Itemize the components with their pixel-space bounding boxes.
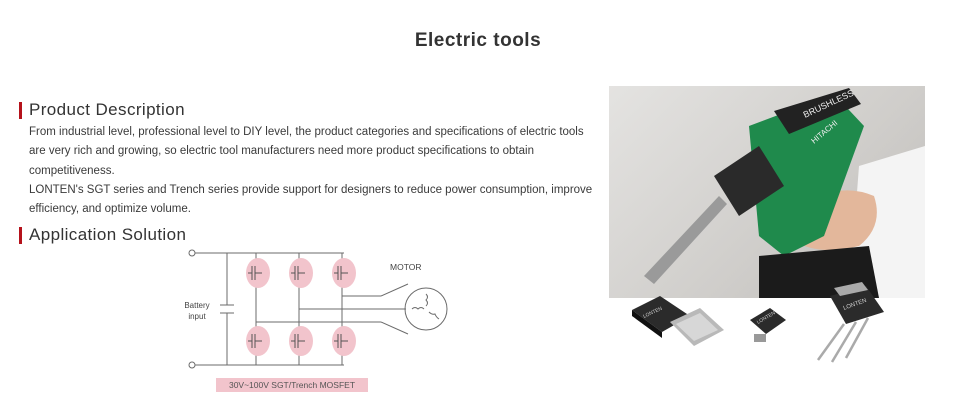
chip-smd-package-2 bbox=[670, 308, 724, 346]
heading-accent-bar bbox=[19, 101, 22, 119]
chip-to247-package: LONTEN bbox=[816, 282, 884, 363]
application-solution-heading: Application Solution bbox=[19, 225, 186, 245]
product-description-title: Product Description bbox=[29, 100, 185, 119]
inverter-circuit-diagram: MOTOR Battery input 30V~100V SGT/Trench … bbox=[184, 249, 448, 392]
application-solution-title: Application Solution bbox=[29, 225, 187, 244]
mosfet-caption: 30V~100V SGT/Trench MOSFET bbox=[229, 380, 355, 390]
description-paragraph-2: LONTEN's SGT series and Trench series pr… bbox=[29, 183, 593, 216]
mosfet-packages: LONTEN LONTEN LONTEN bbox=[632, 282, 884, 363]
description-paragraph-1: From industrial level, professional leve… bbox=[29, 126, 584, 177]
battery-input-label: input bbox=[188, 312, 206, 321]
electric-drill-photo: BRUSHLESS HITACHI bbox=[609, 86, 925, 298]
heading-accent-bar bbox=[19, 226, 22, 244]
drill-illustration: BRUSHLESS HITACHI bbox=[644, 88, 925, 298]
page-title: Electric tools bbox=[414, 30, 542, 51]
chip-dpak-package: LONTEN bbox=[750, 308, 786, 342]
product-description-text: From industrial level, professional leve… bbox=[29, 123, 599, 219]
motor-label: MOTOR bbox=[390, 262, 421, 272]
battery-label: Battery bbox=[184, 301, 209, 310]
product-description-heading: Product Description bbox=[19, 100, 185, 120]
